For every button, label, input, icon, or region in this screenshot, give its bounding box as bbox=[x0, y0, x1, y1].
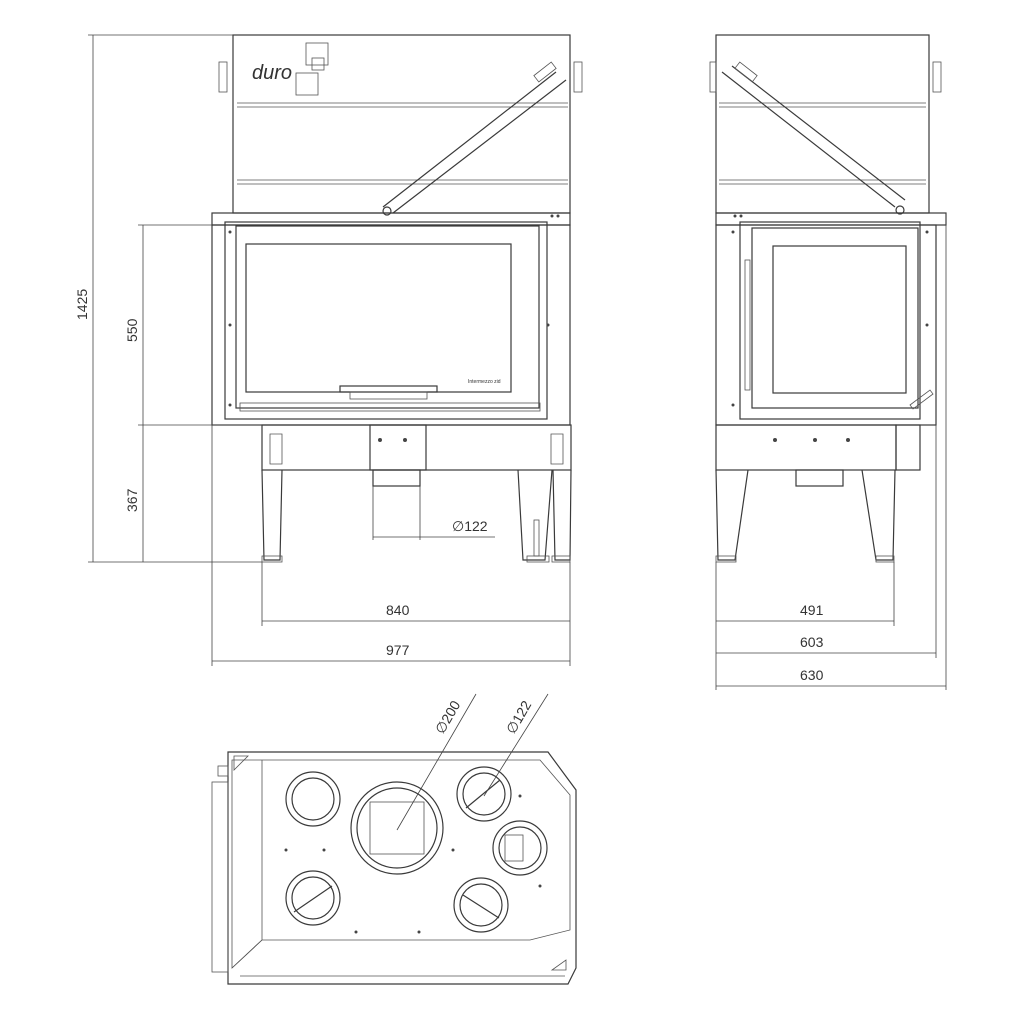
flue-opening-2 bbox=[456, 766, 512, 822]
flue-opening-4 bbox=[285, 870, 341, 926]
dim-flue-large: ∅200 bbox=[432, 698, 464, 737]
flue-opening-3 bbox=[492, 820, 548, 876]
front-dimensions: 1425 550 367 ∅122 840 977 bbox=[74, 34, 571, 666]
dim-depth-630: 630 bbox=[800, 667, 824, 683]
flue-opening-5 bbox=[453, 877, 509, 933]
dim-flue-front: ∅122 bbox=[452, 518, 488, 534]
dim-height-chamber: 550 bbox=[124, 318, 140, 342]
dim-width-840: 840 bbox=[386, 602, 410, 618]
duro-logo: duro bbox=[252, 42, 329, 96]
front-view: duro Intermezzo zid bbox=[211, 34, 583, 563]
dim-depth-603: 603 bbox=[800, 634, 824, 650]
dim-height-stand: 367 bbox=[124, 488, 140, 512]
dim-depth-491: 491 bbox=[800, 602, 824, 618]
flue-opening-large bbox=[350, 781, 444, 875]
side-view bbox=[709, 34, 947, 563]
door-support-arm bbox=[382, 61, 567, 216]
logo-text: duro bbox=[252, 62, 292, 84]
top-dimensions: ∅200 ∅122 bbox=[396, 693, 549, 831]
dim-width-977: 977 bbox=[386, 642, 410, 658]
top-view bbox=[211, 751, 577, 985]
front-badge: Intermezzo zid bbox=[468, 379, 501, 385]
side-dimensions: 491 603 630 bbox=[715, 213, 947, 690]
dim-flue-small: ∅122 bbox=[503, 698, 535, 737]
flue-opening-1 bbox=[285, 771, 341, 827]
dim-height-total: 1425 bbox=[74, 289, 90, 320]
